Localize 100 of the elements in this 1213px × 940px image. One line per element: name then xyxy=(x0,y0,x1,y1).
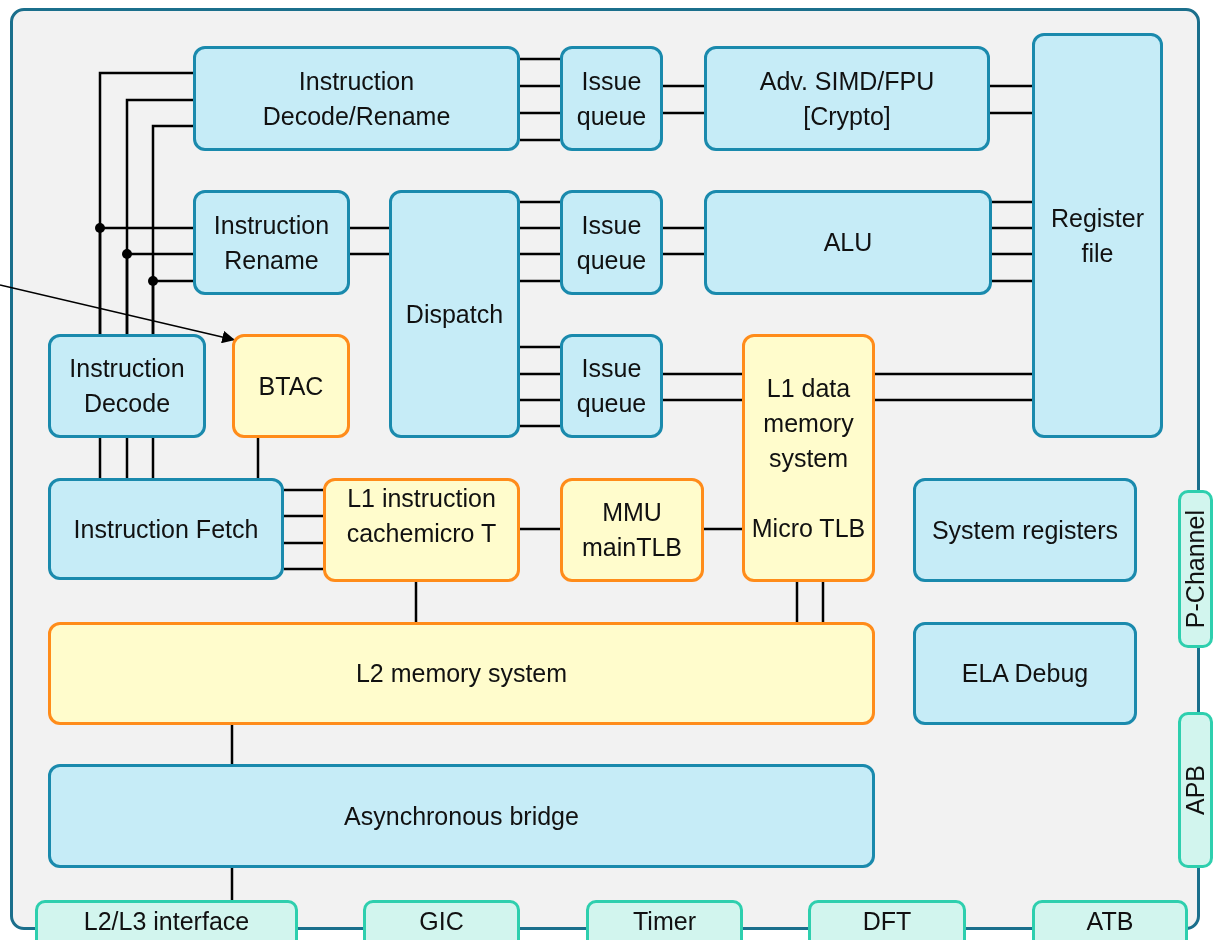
connector-line xyxy=(125,252,193,334)
connector-line xyxy=(663,398,742,402)
box-label: Issue queue xyxy=(575,209,648,276)
box-label: Adv. SIMD/FPU [Crypto] xyxy=(758,65,936,132)
box-label: Dispatch xyxy=(404,298,505,330)
process-box xyxy=(48,334,206,438)
process-box xyxy=(560,190,663,295)
connector-line xyxy=(98,438,102,478)
box-label: ALU xyxy=(822,227,874,258)
box-label: L2/L3 interface xyxy=(83,906,250,937)
box-label: Issue queue xyxy=(575,65,648,132)
connector-line xyxy=(256,438,260,478)
box-label: BTAC xyxy=(257,370,325,402)
connector-line xyxy=(520,84,560,88)
connector-line xyxy=(992,200,1032,204)
connector-line xyxy=(704,527,742,531)
connector-line xyxy=(520,279,560,283)
box-label: DFT xyxy=(862,906,912,937)
memory-box xyxy=(560,478,704,582)
connector-line xyxy=(821,582,825,622)
arrow xyxy=(0,284,236,344)
connector-line xyxy=(520,57,560,61)
connector-line xyxy=(520,527,560,531)
connector-line xyxy=(990,84,1032,88)
connector-line xyxy=(520,398,560,402)
process-box xyxy=(704,190,992,295)
connector-line xyxy=(520,424,560,428)
connector-line xyxy=(992,252,1032,256)
connector-line xyxy=(151,279,193,334)
connector-line xyxy=(663,111,704,115)
process-box xyxy=(48,764,875,868)
box-label: Instruction Decode/Rename xyxy=(261,65,452,132)
box-label: MMU mainTLB xyxy=(580,497,683,563)
process-box xyxy=(193,190,350,295)
connector-line xyxy=(350,226,389,230)
connector-line xyxy=(663,84,704,88)
connector-line xyxy=(520,252,560,256)
connector-line xyxy=(795,582,799,622)
box-label: System registers xyxy=(930,514,1120,546)
process-box xyxy=(389,190,520,438)
connector-line xyxy=(284,541,323,545)
connector-line xyxy=(520,372,560,376)
interface-tab xyxy=(1178,712,1213,868)
process-box xyxy=(913,622,1137,725)
box-label: Instruction Fetch xyxy=(72,513,260,545)
connector-line xyxy=(284,567,323,571)
connector-line xyxy=(414,582,418,622)
interface-tab xyxy=(35,900,298,940)
connector-line xyxy=(992,226,1032,230)
interface-tab xyxy=(1032,900,1188,940)
connector-line xyxy=(98,226,193,334)
box-label: Register file xyxy=(1049,202,1146,269)
process-box xyxy=(48,478,284,580)
memory-box xyxy=(232,334,350,438)
connector-line xyxy=(520,111,560,115)
box-label: L1 data memory system xyxy=(762,372,855,474)
box-label: Timer xyxy=(633,906,696,937)
connector-line xyxy=(284,488,323,492)
connector-line xyxy=(350,252,389,256)
connector-line xyxy=(520,345,560,349)
connector-line xyxy=(663,372,742,376)
connector-line xyxy=(284,514,323,518)
interface-tab xyxy=(808,900,966,940)
box-label: GIC xyxy=(419,906,464,937)
connector-line xyxy=(875,398,1032,402)
box-label: Instruction Decode xyxy=(68,353,186,419)
process-box xyxy=(1032,33,1163,438)
connector-line xyxy=(520,200,560,204)
process-box xyxy=(193,46,520,151)
process-box xyxy=(560,46,663,151)
connector-line xyxy=(230,868,234,900)
memory-box xyxy=(48,622,875,725)
process-box xyxy=(560,334,663,438)
connector-line xyxy=(520,226,560,230)
memory-box xyxy=(323,478,520,582)
box-label: Asynchronous bridge xyxy=(343,800,580,832)
box-label: Instruction Rename xyxy=(212,209,331,276)
interface-tab xyxy=(586,900,743,940)
process-box xyxy=(704,46,990,151)
connector-line xyxy=(663,252,704,256)
connector-line xyxy=(520,138,560,142)
box-label: Issue queue xyxy=(575,353,648,419)
connector-line xyxy=(151,438,155,478)
box-label: ELA Debug xyxy=(960,658,1090,689)
memory-box xyxy=(742,334,875,582)
box-label: ATB xyxy=(1086,906,1134,937)
process-box xyxy=(913,478,1137,582)
box-label: APB xyxy=(1180,765,1210,815)
connector-line xyxy=(125,438,129,478)
interface-tab xyxy=(1178,490,1213,648)
box-label: P-Channel xyxy=(1180,509,1210,629)
box-label: L2 memory system xyxy=(354,658,569,689)
connector-line xyxy=(992,279,1032,283)
box-label: Micro TLB xyxy=(750,512,867,544)
connector-line xyxy=(990,111,1032,115)
box-label: L1 instruction cachemicro T xyxy=(345,483,498,549)
interface-tab xyxy=(363,900,520,940)
connector-line xyxy=(663,226,704,230)
connector-line xyxy=(875,372,1032,376)
connector-line xyxy=(230,725,234,764)
